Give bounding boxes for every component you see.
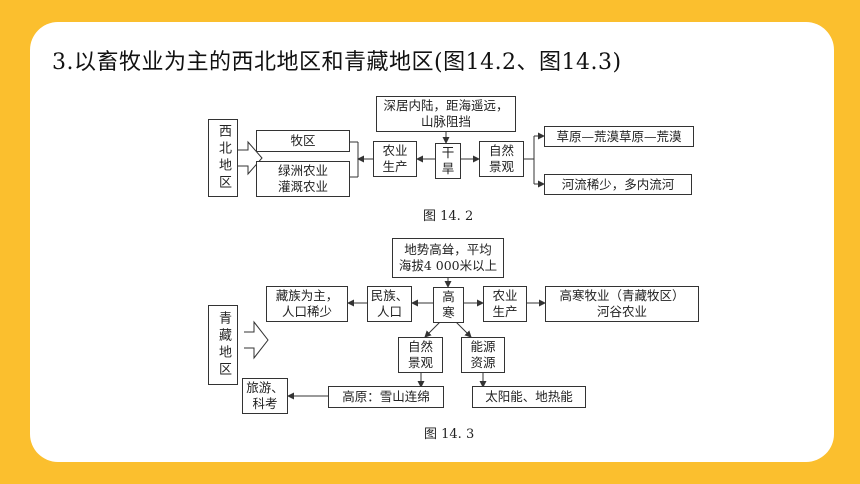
- rivers-box: 河流稀少，多内流河: [544, 174, 692, 195]
- oasis-farming-box: 绿洲农业灌溉农业: [256, 161, 350, 197]
- grassland-desert-box: 草原—荒漠草原—荒漠: [544, 126, 694, 147]
- plateau-snow-box: 高原：雪山连绵: [328, 386, 444, 408]
- energy-resources-box: 能源资源: [461, 337, 505, 373]
- ethnic-population-box: 民族、人口: [367, 286, 412, 322]
- figure-caption-14-2: 图 14. 2: [423, 209, 474, 224]
- section-heading: 3.以畜牧业为主的西北地区和青藏地区(图14.2、图14.3): [52, 50, 622, 75]
- region-northwest: 西北地区: [208, 119, 238, 197]
- natural-landscape-box-2: 自然景观: [398, 337, 443, 373]
- agri-production-box-1: 农业生产: [373, 141, 417, 177]
- tourism-research-box: 旅游、科考: [242, 378, 288, 414]
- high-cold-box: 高寒: [433, 287, 464, 323]
- region-qinghai-tibet: 青藏地区: [208, 305, 238, 385]
- natural-landscape-box-1: 自然景观: [479, 141, 524, 177]
- tibetan-population-box: 藏族为主，人口稀少: [266, 286, 348, 322]
- pastoral-area-box: 牧区: [256, 130, 350, 152]
- location-cause-box: 深居内陆，距海遥远，山脉阻挡: [376, 96, 516, 132]
- region-expand-arrow-1: [238, 140, 263, 176]
- agri-production-box-2: 农业生产: [483, 286, 527, 322]
- figure-caption-14-3: 图 14. 3: [424, 427, 475, 442]
- terrain-box: 地势高耸，平均海拔4 000米以上: [392, 238, 504, 278]
- highland-herding-box: 高寒牧业（青藏牧区）河谷农业: [545, 286, 699, 322]
- region-expand-arrow-2: [244, 320, 269, 360]
- arid-box: 干旱: [435, 143, 461, 179]
- solar-geothermal-box: 太阳能、地热能: [472, 386, 586, 408]
